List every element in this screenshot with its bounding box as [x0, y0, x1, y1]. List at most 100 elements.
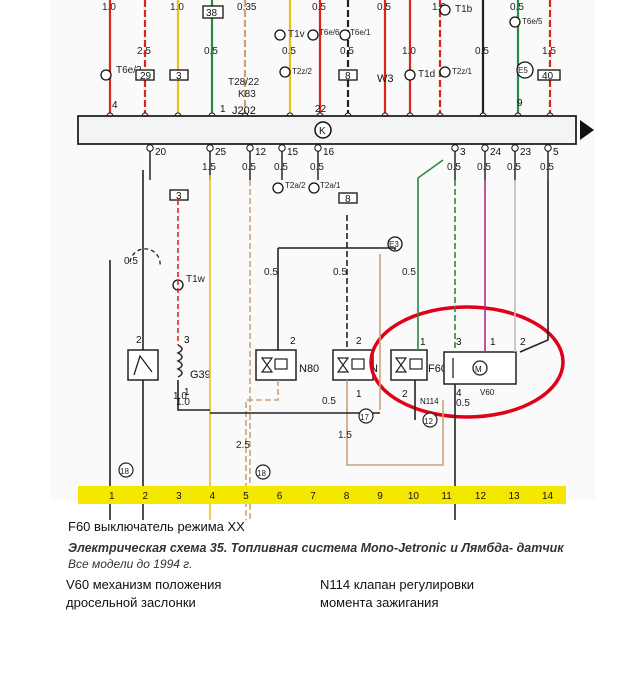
wire-value-n80: 0.5	[264, 267, 278, 278]
v60-pin-1: 1	[490, 337, 496, 348]
j202-control-unit: J202 K 4 1 22 9	[77, 98, 594, 145]
g39-label: G39	[190, 369, 211, 381]
connector-38-label: 38	[206, 8, 218, 19]
connector-38: 38	[202, 5, 224, 19]
caption-n114: N114 клапан регулировки момента зажигани…	[320, 577, 475, 610]
top-wire-value-8: 0.5	[377, 2, 391, 13]
top-pin-22: 22	[315, 104, 327, 115]
wire-value-ground: 2.5	[236, 440, 250, 451]
motor-symbol: M	[475, 365, 482, 374]
circle-ref-17	[358, 408, 374, 424]
f60-pin-2: 2	[402, 389, 408, 400]
j202-label: J202	[232, 105, 256, 117]
bottom-pin-value-6: 0.5	[477, 162, 491, 173]
connector-8a: 8	[338, 69, 358, 82]
bottom-pin-number-0: 20	[155, 147, 167, 158]
top-wire-value-6: 0.5	[312, 2, 326, 13]
bottom-pin-terminal-1	[206, 144, 214, 152]
n80-valve-icon	[260, 357, 274, 373]
connector-t6e-2-label: T6e/2	[116, 65, 142, 76]
bottom-pin-number-6: 24	[490, 147, 502, 158]
component-n80-valve: N80 2	[255, 336, 319, 381]
circle-ref-12	[422, 412, 438, 428]
ground-bus-number-9: 9	[377, 491, 383, 502]
n-pin-2: 2	[356, 336, 362, 347]
bottom-pin-terminal-2	[246, 144, 254, 152]
k-symbol-label: K	[319, 126, 326, 137]
bottom-pin-value-1: 1.5	[202, 162, 216, 173]
caption-v60: V60 механизм положения дросельной заслон…	[66, 577, 222, 610]
top-wire-value-5: 0.5	[282, 46, 296, 57]
bottom-pin-terminal-6	[481, 144, 489, 152]
top-wire-value-1: 2.5	[137, 46, 151, 57]
ground-bus-number-8: 8	[344, 491, 350, 502]
circle-ref-18b-label: 18	[257, 469, 266, 478]
top-pin-4: 4	[112, 100, 118, 111]
g39-pin-3: 3	[184, 335, 190, 346]
bottom-pin-terminal-5	[451, 144, 459, 152]
wire-value-ground-sensor: 0.5	[124, 256, 138, 267]
circle-ref-17-label: 17	[360, 413, 369, 422]
ground-bus-number-4: 4	[210, 491, 216, 502]
connector-3a-label: 3	[176, 71, 182, 82]
bottom-pin-number-7: 23	[520, 147, 532, 158]
diagram-title-text: Электрическая схема 35. Топливная систем…	[68, 541, 564, 555]
bottom-pin-number-3: 15	[287, 147, 299, 158]
ground-bus-number-14: 14	[542, 491, 554, 502]
n-valve-icon	[336, 357, 350, 373]
connector-t2z-1: T2z/1	[439, 66, 473, 78]
component-n-valve: N 2 1	[332, 336, 378, 400]
top-wire-value-9: 1.0	[402, 46, 416, 57]
ground-bus-number-7: 7	[310, 491, 316, 502]
internal-wiring	[109, 159, 549, 520]
ground-bus-bar	[78, 486, 566, 504]
connector-t6e-6: T6e/6	[307, 28, 340, 41]
g39-pin-1: 1	[184, 387, 190, 398]
top-pin-1: 1	[220, 104, 226, 115]
bottom-pin-value-7: 0.5	[507, 162, 521, 173]
connector-t2a-1-label: T2a/1	[320, 181, 341, 190]
connector-e5-label: E5	[518, 66, 528, 75]
v60-pin-2: 2	[520, 337, 526, 348]
connector-t6e-1: T6e/1	[339, 28, 371, 41]
f60-pin-1: 1	[420, 337, 426, 348]
n80-label: N80	[299, 363, 319, 375]
circle-ref-12-label: 12	[424, 417, 433, 426]
bottom-pin-value-2: 0.5	[242, 162, 256, 173]
label-k83: K83	[238, 89, 256, 100]
bottom-pin-number-1: 25	[215, 147, 227, 158]
bottom-pin-value-5: 0.5	[447, 162, 461, 173]
mid-connectors: 3 T1w T2a/2 T2a/1 8 E3	[169, 181, 403, 291]
diagram-subtitle: Все модели до 1994 г.	[68, 557, 193, 571]
top-pin-9: 9	[517, 98, 523, 109]
connector-29: 29	[135, 69, 155, 82]
connector-t6e-1-label: T6e/1	[350, 28, 371, 37]
top-wire-value-4: 0.35	[237, 2, 257, 13]
connector-t1b-label: T1b	[455, 4, 473, 15]
bottom-pin-value-4: 0.5	[310, 162, 324, 173]
n80-pin-2: 2	[290, 336, 296, 347]
circle-ref-18b	[255, 464, 271, 480]
v60-pin-4: 4	[456, 388, 462, 399]
f60-label: F60	[428, 363, 447, 375]
ground-bus-number-2: 2	[143, 491, 149, 502]
connector-40: 40	[537, 69, 561, 82]
top-wire-value-10: 1.0	[432, 2, 446, 13]
bottom-pin-number-5: 3	[460, 147, 466, 158]
ground-bus-number-12: 12	[475, 491, 487, 502]
connector-3a: 3	[169, 69, 189, 82]
connector-t1v: T1v	[274, 29, 305, 41]
ground-bus-number-1: 1	[109, 491, 115, 502]
connector-t1d-label: T1d	[418, 69, 435, 80]
connector-t1b: T1b	[439, 4, 473, 16]
bottom-pin-value-3: 0.5	[274, 162, 288, 173]
connector-t1d: T1d	[404, 69, 435, 81]
top-connectors: T6e/2 29 3 38 T28/22 K83 T1v T6e/6 T6e/1	[100, 4, 561, 100]
bottom-pin-terminal-0	[146, 144, 154, 152]
connector-3b-label: 3	[176, 191, 182, 202]
connector-8b-label: 8	[345, 194, 351, 205]
g39-wire-value: 1.0	[176, 397, 190, 408]
